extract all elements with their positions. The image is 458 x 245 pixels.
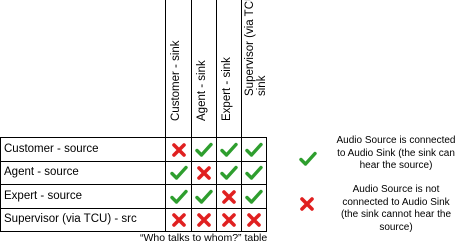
check-icon	[169, 164, 188, 182]
check-icon	[195, 188, 213, 206]
column-header-label: Agent - sink	[196, 60, 208, 121]
check-icon	[245, 141, 263, 159]
legend-connected-text: Audio Source is connected to Audio Sink …	[336, 135, 456, 171]
table-caption: “Who talks to whom?” table	[140, 232, 268, 244]
legend-check-icon	[299, 150, 317, 168]
legend-not-connected-text: Audio Source is not connected to Audio S…	[340, 184, 452, 233]
row-label-agent-source: Agent - source	[4, 166, 79, 178]
column-header-label: Expert - sink	[221, 57, 233, 121]
cross-icon	[171, 212, 189, 230]
cross-icon	[221, 212, 239, 230]
column-header-label: Supervisor (via TCU) - sink	[244, 0, 268, 96]
check-icon	[220, 141, 238, 159]
column-header-label: Customer - sink	[170, 40, 182, 121]
row-label-supervisor-src: Supervisor (via TCU) - src	[4, 213, 137, 225]
cross-icon	[246, 212, 264, 230]
check-icon	[245, 188, 263, 206]
cross-icon	[196, 212, 214, 230]
legend-cross-icon	[299, 196, 315, 212]
check-icon	[195, 141, 213, 159]
check-icon	[220, 164, 238, 182]
cross-icon	[171, 142, 189, 160]
check-icon	[245, 164, 263, 182]
check-icon	[169, 188, 188, 206]
cross-icon	[196, 165, 214, 183]
cross-icon	[221, 189, 239, 207]
row-label-expert-source: Expert - source	[4, 190, 82, 202]
row-label-customer-source: Customer - source	[4, 143, 99, 155]
